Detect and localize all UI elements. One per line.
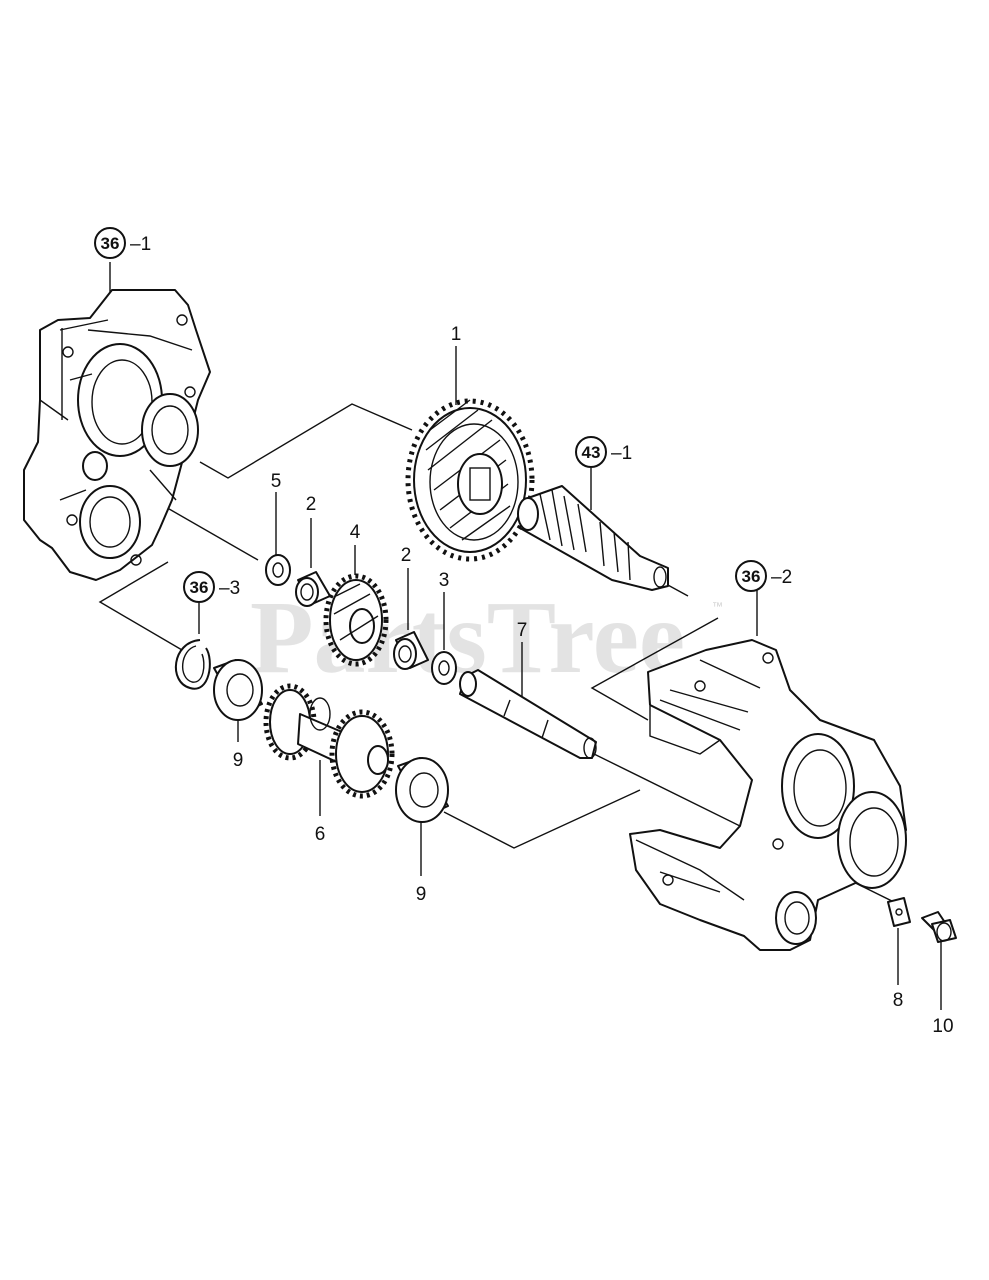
callout-1: 1	[451, 324, 462, 345]
thrust-washer	[265, 554, 291, 586]
svg-text:43: 43	[582, 443, 601, 462]
callout-2a: 2	[306, 494, 317, 515]
svg-text:–2: –2	[771, 567, 792, 588]
large-helical-gear	[405, 398, 535, 562]
svg-text:36: 36	[101, 234, 120, 253]
callout-2b: 2	[401, 545, 412, 566]
pinion-shaft	[459, 669, 597, 759]
small-helical-gear	[323, 573, 389, 667]
watermark-trademark: ™	[712, 601, 723, 613]
callout-10: 10	[932, 1016, 953, 1037]
svg-text:–3: –3	[219, 578, 240, 599]
svg-text:36: 36	[190, 578, 209, 597]
ball-bearing-left	[213, 659, 263, 721]
callout-9b: 9	[416, 884, 427, 905]
needle-bearing-right	[393, 631, 429, 670]
cluster-gear	[263, 683, 395, 799]
callout-9a: 9	[233, 750, 244, 771]
ref-36-1: 36 –1	[94, 227, 151, 259]
svg-text:36: 36	[742, 567, 761, 586]
transmission-case	[629, 639, 907, 951]
thrust-washer-3	[431, 651, 457, 685]
callout-8: 8	[893, 990, 904, 1011]
splined-shaft	[517, 485, 669, 591]
callout-5: 5	[271, 471, 282, 492]
svg-text:–1: –1	[130, 234, 151, 255]
ref-36-2: 36 –2	[735, 560, 792, 592]
callout-6: 6	[315, 824, 326, 845]
callout-3: 3	[439, 570, 450, 591]
ref-36-3: 36 –3	[183, 571, 240, 603]
callout-4: 4	[350, 522, 361, 543]
gear-case-cover	[23, 289, 211, 581]
callout-7: 7	[517, 620, 528, 641]
ball-bearing-right	[395, 757, 449, 823]
svg-text:–1: –1	[611, 443, 632, 464]
bolt	[921, 911, 957, 943]
plate	[887, 897, 911, 927]
ref-43-1: 43 –1	[575, 436, 632, 468]
snap-ring	[174, 639, 211, 690]
